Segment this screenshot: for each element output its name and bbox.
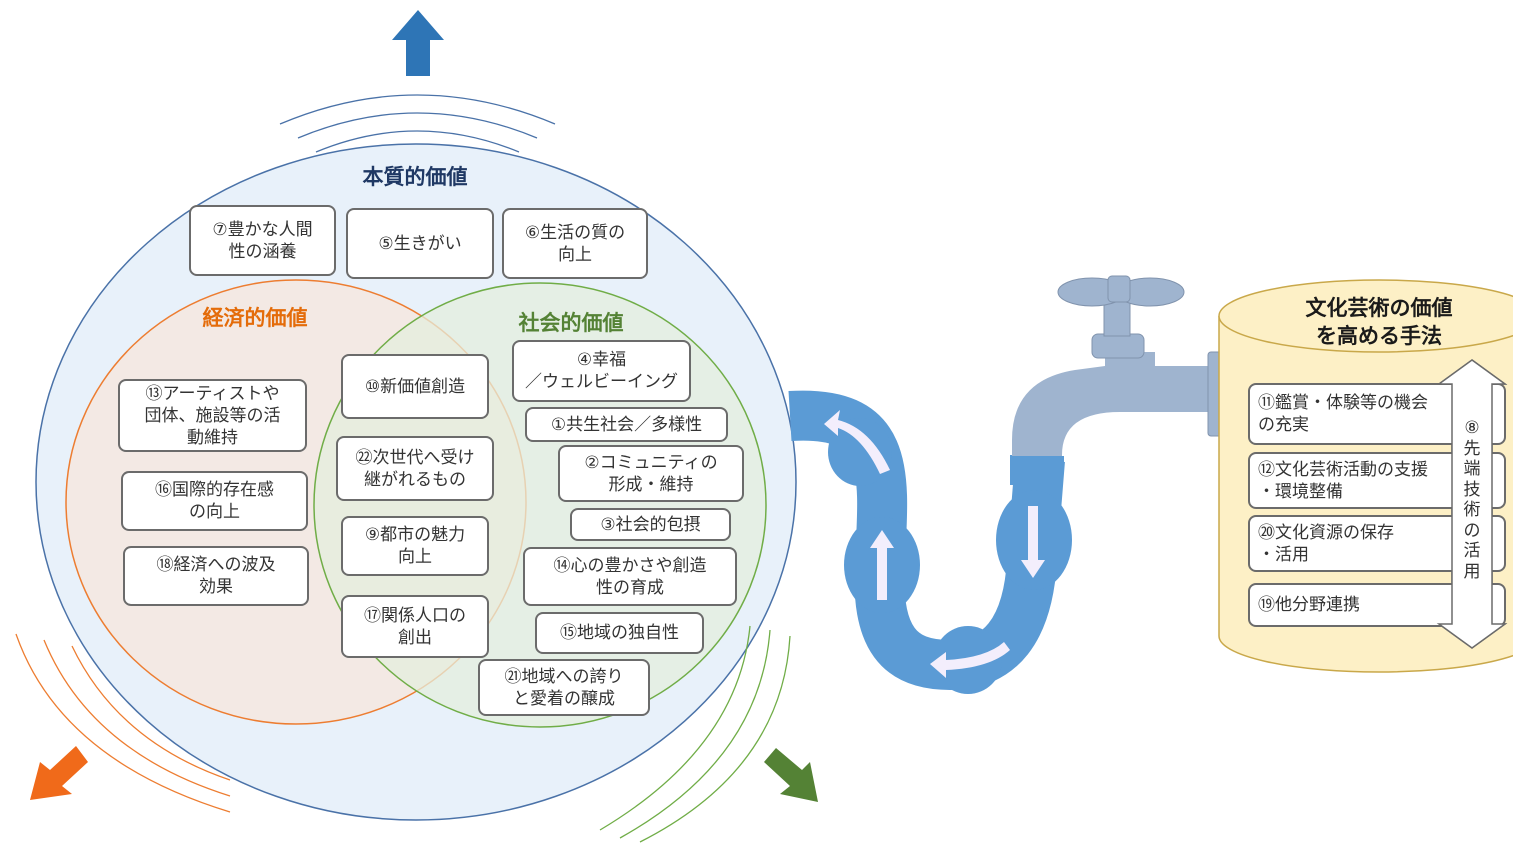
social-item: ⑮地域の独自性: [535, 612, 704, 654]
tank-item: ⑲他分野連携: [1248, 583, 1506, 627]
economic-item: ⑬アーティストや 団体、施設等の活 動維持: [118, 379, 307, 452]
intrinsic-item: ⑥生活の質の 向上: [502, 208, 648, 279]
overlap-item: ⑰関係人口の 創出: [341, 595, 489, 658]
social-item: ②コミュニティの 形成・維持: [558, 445, 744, 502]
overlap-item: ⑨都市の魅力 向上: [341, 516, 489, 576]
social-item: ㉑地域への誇り と愛着の醸成: [478, 659, 650, 716]
intrinsic-item: ⑦豊かな人間 性の涵養: [189, 205, 336, 276]
social-item: ①共生社会／多様性: [525, 407, 728, 442]
social-item: ⑭心の豊かさや創造 性の育成: [523, 547, 737, 606]
economic-item: ⑯国際的存在感 の向上: [121, 471, 308, 531]
overlap-item: ⑩新価値創造: [341, 354, 489, 419]
vertical-tech-label: ⑧ 先 端 技 術 の 活 用: [1463, 418, 1481, 582]
top-waves: [279, 94, 556, 153]
intrinsic-value-title: 本質的価値: [362, 165, 468, 189]
social-item: ④幸福 ／ウェルビーイング: [512, 340, 691, 402]
arrow-down-left-icon: [30, 746, 88, 800]
social-item: ③社会的包摂: [570, 508, 731, 541]
economic-value-title: 経済的価値: [202, 306, 308, 330]
bottom-left-waves: [15, 633, 231, 813]
bottom-right-waves: [599, 625, 791, 843]
faucet-icon: [1010, 275, 1223, 472]
arrow-up-icon: [392, 10, 444, 76]
flow-arrows: [824, 410, 1045, 678]
arrow-down-right-icon: [764, 748, 818, 802]
social-value-title: 社会的価値: [518, 311, 624, 335]
tank-title: 文化芸術の価値 を高める手法: [1305, 296, 1453, 348]
intrinsic-item: ⑤生きがい: [346, 208, 494, 279]
overlap-item: ㉒次世代へ受け 継がれるもの: [336, 436, 494, 501]
economic-item: ⑱経済への波及 効果: [123, 546, 309, 606]
